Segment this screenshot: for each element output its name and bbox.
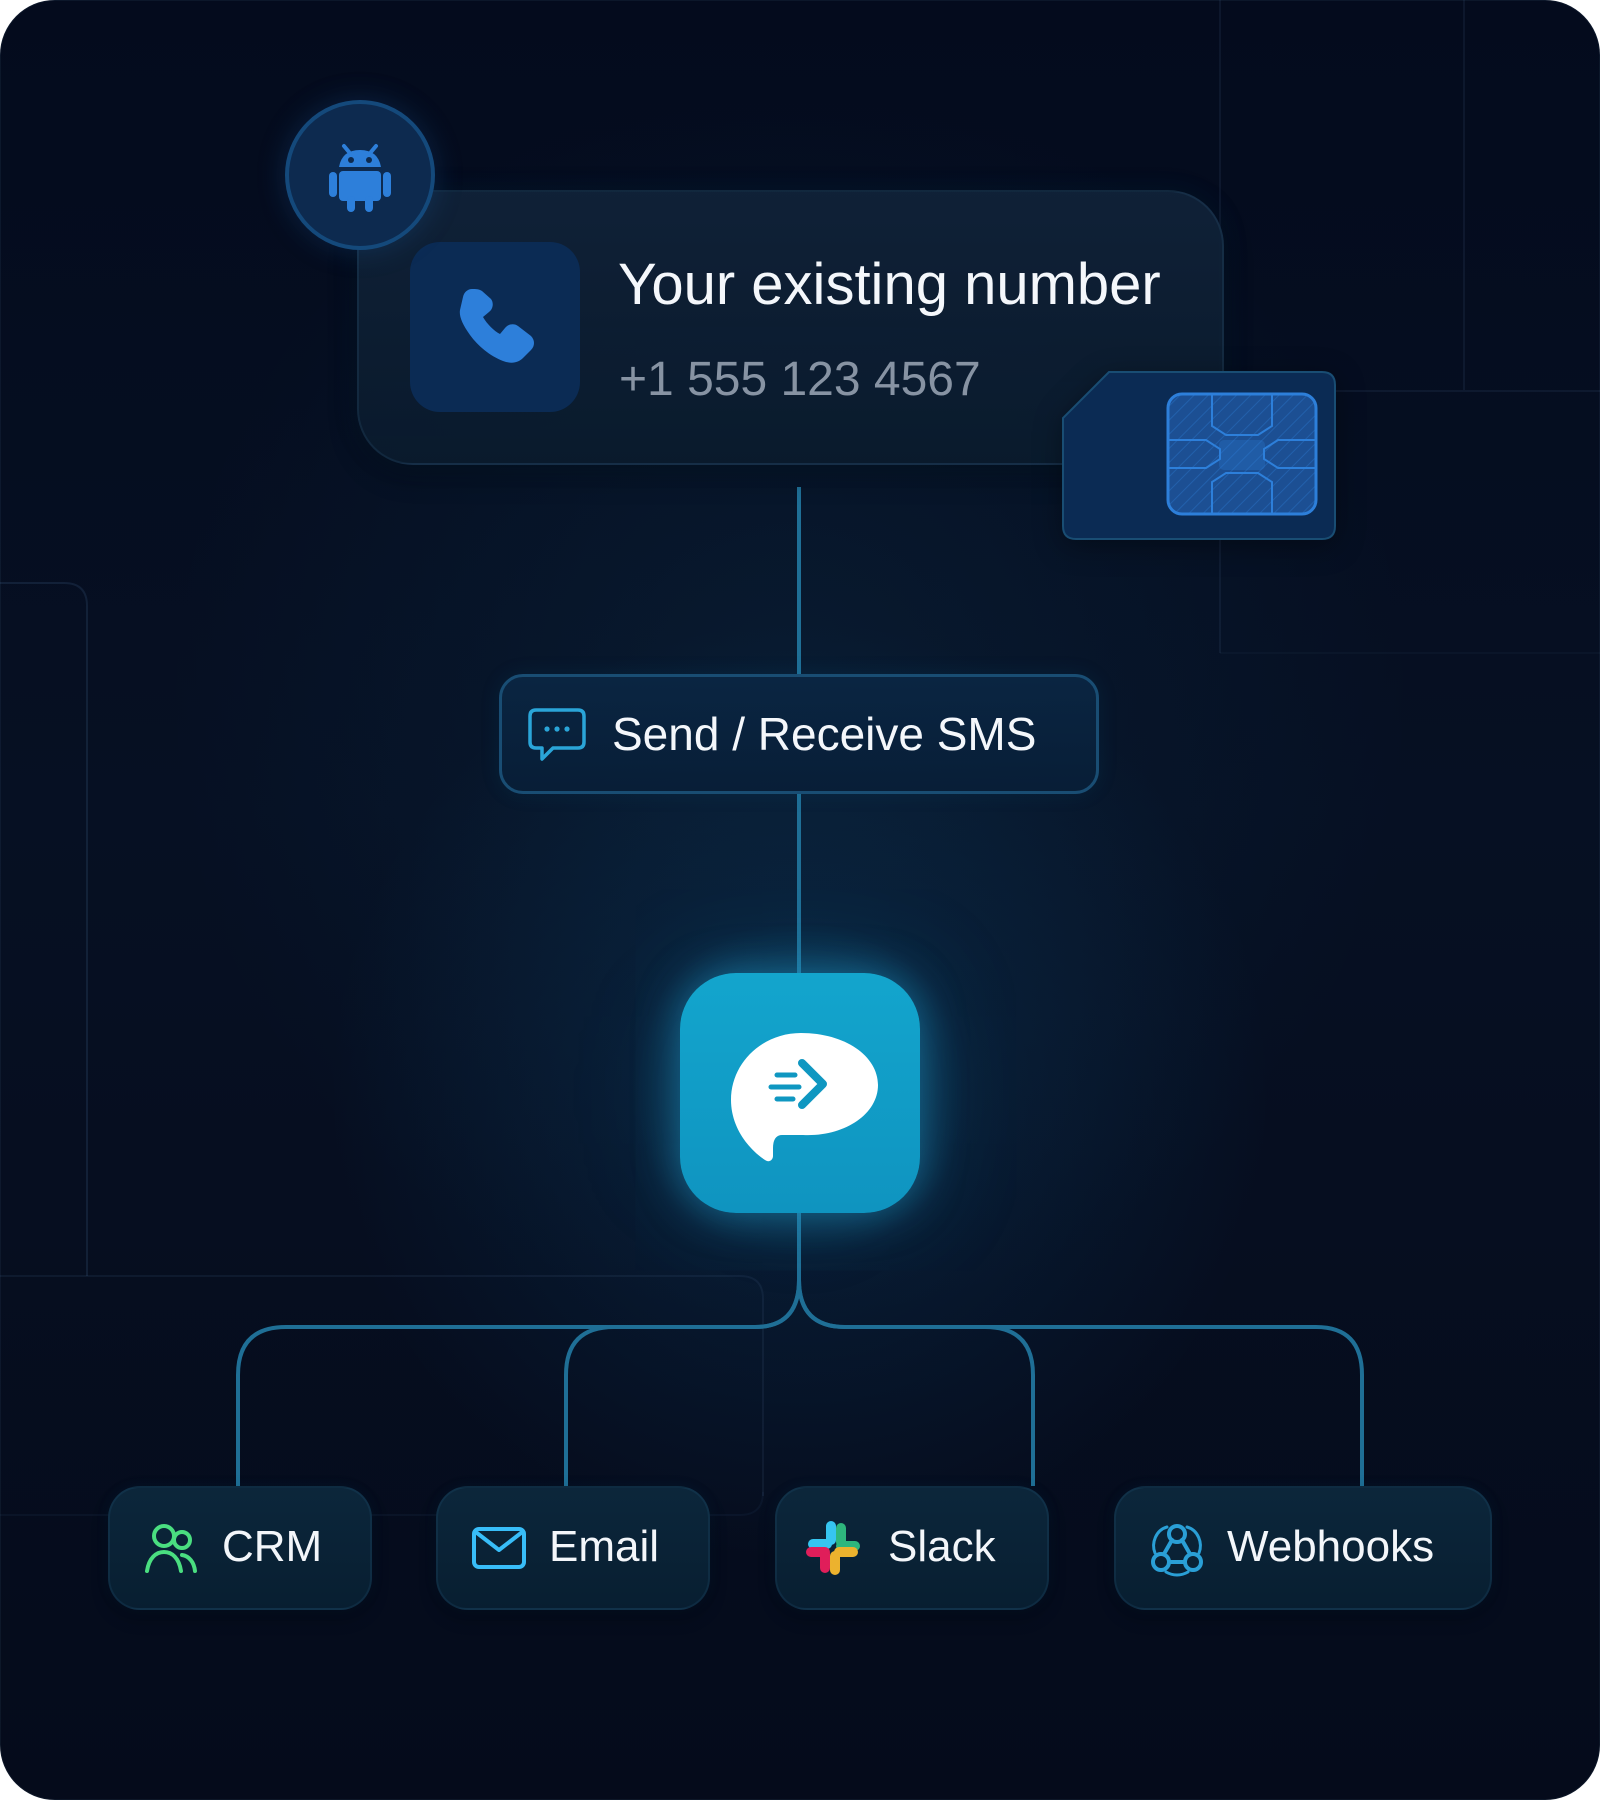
send-receive-sms-pill: Send / Receive SMS: [499, 674, 1099, 794]
sim-card-icon: [1062, 371, 1336, 540]
send-receive-sms-label: Send / Receive SMS: [612, 708, 1037, 760]
android-icon: [329, 144, 391, 212]
existing-number-title: Your existing number: [618, 252, 1161, 317]
webhook-icon: [1151, 1524, 1203, 1577]
integration-webhooks: Webhooks: [1114, 1486, 1492, 1610]
slack-icon: [806, 1521, 860, 1575]
integration-slack-label: Slack: [888, 1522, 996, 1571]
integration-crm-label: CRM: [222, 1522, 323, 1571]
users-icon: [145, 1524, 197, 1573]
android-badge: [285, 100, 435, 250]
integration-crm: CRM: [108, 1486, 372, 1610]
envelope-icon: [472, 1527, 526, 1569]
app-logo-tile: [680, 973, 920, 1213]
integration-email: Email: [436, 1486, 710, 1610]
chat-bubble-icon: [528, 708, 586, 761]
phone-icon: [459, 289, 534, 363]
message-logo-icon: [731, 1033, 878, 1162]
integration-webhooks-label: Webhooks: [1227, 1522, 1435, 1571]
existing-number-value: +1 555 123 4567: [619, 353, 981, 406]
integration-slack: Slack: [775, 1486, 1049, 1610]
phone-tile: [410, 242, 580, 412]
integration-email-label: Email: [549, 1522, 660, 1571]
